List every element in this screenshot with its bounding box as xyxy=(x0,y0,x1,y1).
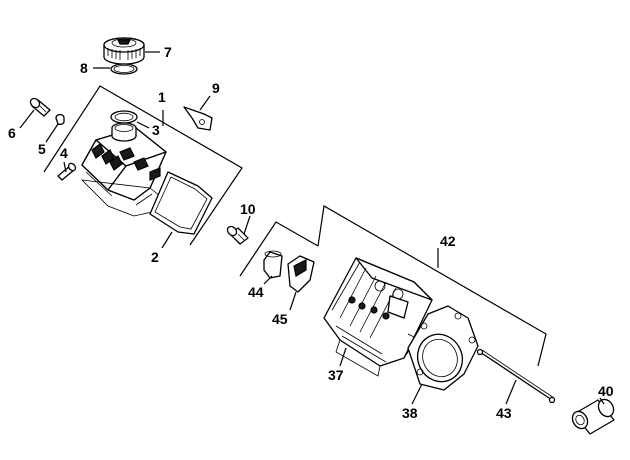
cover-stud xyxy=(57,162,77,181)
callout-labels: 7 8 9 1 3 6 5 4 2 10 42 44 45 37 38 43 4… xyxy=(8,44,614,421)
oil-fill-cap xyxy=(103,37,145,65)
head-bolt xyxy=(226,225,249,245)
cap-o-ring xyxy=(110,63,138,75)
breather-clip xyxy=(183,106,213,131)
bracket-43-44 xyxy=(239,221,319,277)
callout-44: 45 xyxy=(272,311,288,327)
callout-38: 38 xyxy=(402,405,418,421)
cover-screw xyxy=(29,97,51,117)
leader-lines xyxy=(19,51,605,405)
fill-ring-gasket xyxy=(110,110,138,124)
callout-8: 8 xyxy=(80,60,88,76)
cylinder-baffle xyxy=(287,255,315,293)
valve-cover-gasket xyxy=(149,171,213,235)
callout-2: 2 xyxy=(151,249,159,265)
head-plug xyxy=(263,250,283,279)
callout-45: 43 xyxy=(496,405,512,421)
spacer-grommet xyxy=(55,113,65,126)
callout-42: 42 xyxy=(440,233,456,249)
callout-9: 9 xyxy=(212,80,220,96)
callout-6: 6 xyxy=(8,125,16,141)
callout-5: 5 xyxy=(38,141,46,157)
cylinder-head xyxy=(323,257,433,377)
bracket-1 xyxy=(43,85,243,246)
push-rod xyxy=(476,348,556,404)
valve-cover xyxy=(80,122,167,217)
bracket-42 xyxy=(317,205,547,367)
callout-7: 7 xyxy=(164,44,172,60)
head-gasket xyxy=(407,305,479,391)
callout-43: 44 xyxy=(248,284,264,300)
callout-40: 40 xyxy=(598,383,614,399)
guide-sleeve xyxy=(571,398,615,435)
callout-3: 3 xyxy=(152,122,160,138)
callout-10: 10 xyxy=(240,201,256,217)
callout-37: 37 xyxy=(328,367,344,383)
callout-1: 1 xyxy=(158,89,166,105)
callout-4: 4 xyxy=(60,145,68,161)
